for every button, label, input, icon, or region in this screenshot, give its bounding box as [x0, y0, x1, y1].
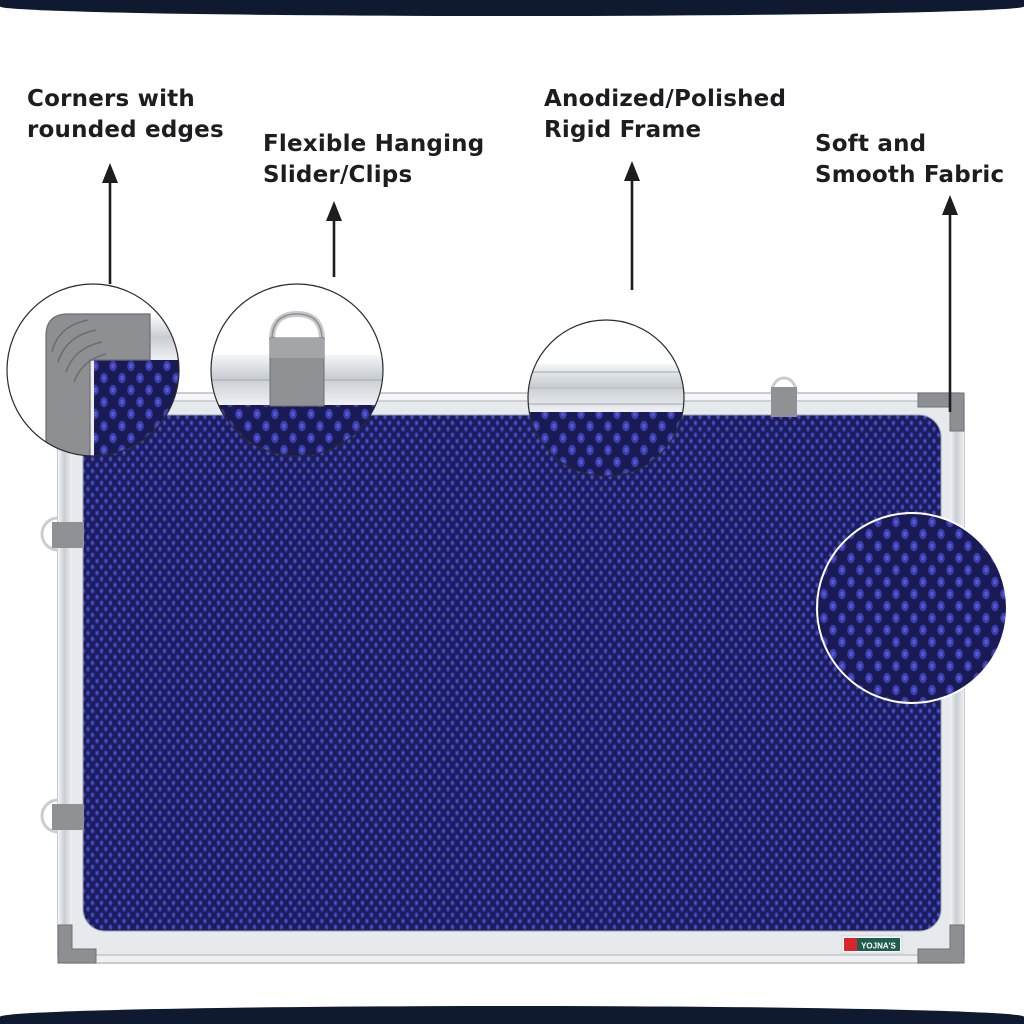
callout-clips-line1: Flexible Hanging — [263, 131, 485, 157]
zoom-frame-detail — [527, 319, 685, 477]
callout-corners-line2: rounded edges — [27, 117, 224, 143]
callout-fabric-line1: Soft and — [815, 131, 927, 157]
callout-frame-line1: Anodized/Polished — [544, 86, 787, 112]
callout-fabric-line2: Smooth Fabric — [815, 162, 1005, 188]
callout-frame: Anodized/Polished Rigid Frame — [544, 84, 786, 146]
callout-corners: Corners with rounded edges — [27, 84, 224, 146]
top-decorative-band — [0, 0, 1024, 16]
bottom-decorative-band — [0, 1006, 1024, 1024]
corner-cap-icon — [57, 392, 965, 964]
arrow-up-icon — [102, 161, 958, 412]
brand-label: YOJNA'S — [861, 942, 896, 951]
callout-clips-line2: Slider/Clips — [263, 162, 413, 188]
callout-corners-line1: Corners with — [27, 86, 195, 112]
zoom-corner-detail — [6, 283, 180, 457]
brand-plate: YOJNA'S — [841, 935, 903, 954]
callout-frame-line2: Rigid Frame — [544, 117, 702, 143]
callout-fabric: Soft and Smooth Fabric — [815, 129, 1004, 191]
fabric-surface — [83, 415, 941, 931]
callout-clips: Flexible Hanging Slider/Clips — [263, 129, 484, 191]
zoom-fabric-detail — [816, 512, 1008, 704]
hanging-clip-icon — [40, 376, 798, 834]
zoom-clip-detail — [210, 283, 384, 457]
